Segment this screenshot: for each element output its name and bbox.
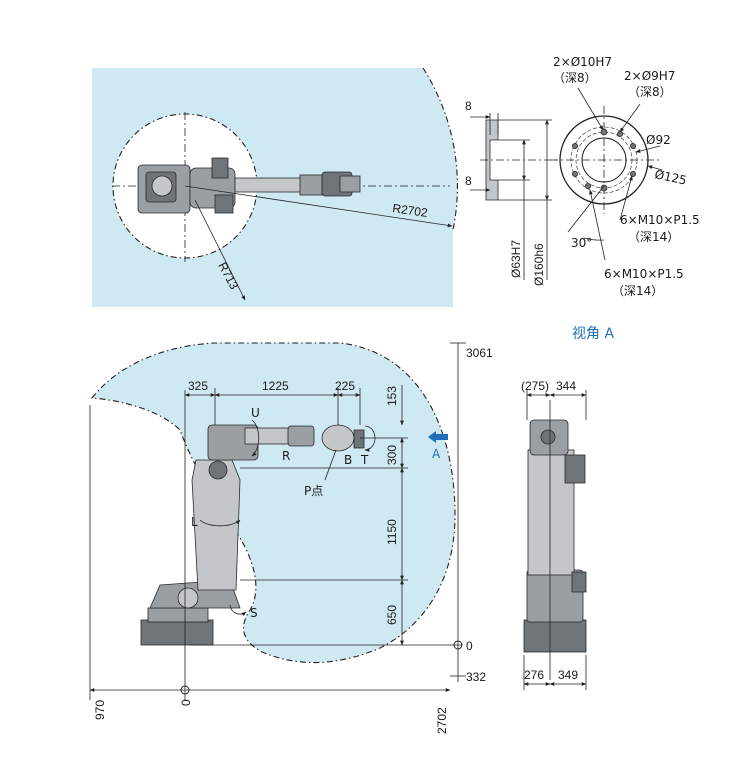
robot-front <box>523 419 587 653</box>
axis-b: B <box>344 453 352 467</box>
dim-225: 225 <box>335 379 355 393</box>
dim-0-right: 0 <box>466 639 473 653</box>
dim-153: 153 <box>385 386 399 406</box>
hole-10-depth: （深8） <box>553 71 597 85</box>
dim-325: 325 <box>188 379 208 393</box>
dim-970: 970 <box>93 700 107 720</box>
dim-276: 276 <box>524 668 544 682</box>
dim-650: 650 <box>385 605 399 625</box>
dim-332: 332 <box>466 670 486 684</box>
side-view-envelope <box>92 343 455 663</box>
hole-9-depth: （深8） <box>628 85 672 99</box>
thread-1-depth: （深14） <box>628 230 679 244</box>
dia-125-label: Ø125 <box>653 167 688 187</box>
dim-0-bottom: 0 <box>179 699 193 706</box>
hole-10-label: 2×Ø10H7 <box>553 55 612 69</box>
dim-2702: 2702 <box>435 707 449 734</box>
thread-1-label: 6×M10×P1.5 <box>620 213 700 227</box>
dim-3061: 3061 <box>466 346 493 360</box>
axis-t: T <box>360 453 369 467</box>
angle-label: 30° <box>571 236 592 250</box>
dim-1225: 1225 <box>262 379 289 393</box>
hole-9-label: 2×Ø9H7 <box>624 69 675 83</box>
dim-275: (275) <box>521 379 549 393</box>
flange-face: 2×Ø10H7 （深8） 2×Ø9H7 （深8） Ø92 Ø125 6×M10×… <box>550 55 700 342</box>
side-view: 325 1225 225 153 300 1150 650 3061 0 332… <box>89 342 493 734</box>
dim-1150: 1150 <box>385 519 399 545</box>
thread-2-label: 6×M10×P1.5 <box>604 267 684 281</box>
dim-344: 344 <box>556 379 576 393</box>
reach-radius-label: R2702 <box>392 201 429 220</box>
top-view-envelope-boundary <box>422 67 458 231</box>
dim-349: 349 <box>558 668 578 682</box>
arrow-a-label: A <box>432 447 441 461</box>
robot-side <box>140 424 365 646</box>
axis-u: U <box>251 406 260 420</box>
thread-2-depth: （深14） <box>612 284 663 298</box>
axis-r: R <box>282 449 290 463</box>
axis-s: S <box>250 606 258 620</box>
top-view: R2702 R713 <box>92 67 458 307</box>
flange-section: 8 8 Ø63H7 Ø160h6 <box>465 99 560 286</box>
flange-dia-160: Ø160h6 <box>532 243 546 286</box>
flange-dim-8-bottom: 8 <box>465 174 472 188</box>
axis-l: L <box>191 515 198 529</box>
dia-92-label: Ø92 <box>646 133 671 147</box>
front-view: (275) 344 276 349 <box>521 379 587 690</box>
flange-dia-63: Ø63H7 <box>509 240 523 278</box>
view-a-label: 视角 A <box>572 326 614 342</box>
view-a-arrow <box>428 431 448 443</box>
flange-dim-8-top: 8 <box>465 99 472 113</box>
p-point-label: P点 <box>304 484 323 498</box>
dim-300: 300 <box>385 445 399 465</box>
robot-top <box>137 157 361 214</box>
